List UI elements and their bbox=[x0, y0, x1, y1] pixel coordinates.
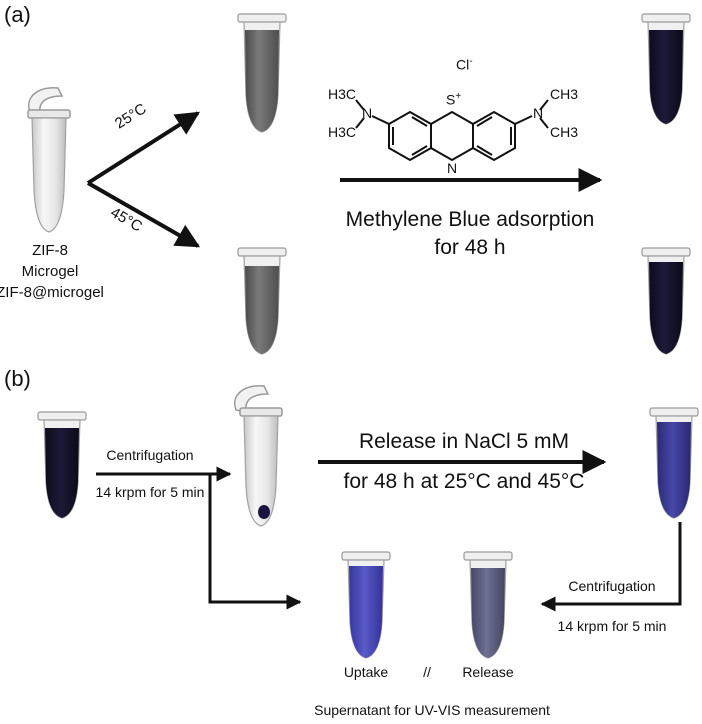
left-methyl-bottom: H3C bbox=[328, 124, 357, 140]
centrifugation-1-label: Centrifugation bbox=[106, 447, 194, 463]
release-tube bbox=[463, 551, 513, 659]
pellet-tube-open bbox=[233, 385, 283, 527]
arrow-to-25c bbox=[86, 111, 201, 185]
chloride-symbol: Cl bbox=[456, 56, 470, 73]
grey-tube-45c bbox=[237, 247, 287, 355]
blue-tube-release bbox=[649, 407, 699, 519]
centrifugation-2-label: Centrifugation bbox=[568, 578, 656, 594]
arrow-to-45c bbox=[87, 181, 201, 248]
centrifugation-2-condition: 14 krpm for 5 min bbox=[557, 618, 667, 634]
sulfur-atom: S+ bbox=[446, 91, 461, 108]
dark-tube-bottom bbox=[641, 247, 691, 355]
adsorption-label-line2: for 48 h bbox=[434, 236, 506, 259]
separator-label: // bbox=[423, 664, 431, 680]
empty-tube-open bbox=[27, 87, 71, 233]
adsorption-label-line1: Methylene Blue adsorption bbox=[345, 208, 595, 231]
sample-list: ZIF-8 Microgel ZIF-8@microgel bbox=[0, 240, 104, 303]
left-nitrogen: N bbox=[362, 105, 373, 121]
dark-tube-top bbox=[641, 13, 691, 125]
methylene-blue-structure bbox=[355, 99, 549, 162]
supernatant-caption: Supernatant for UV-VIS measurement bbox=[314, 702, 550, 718]
centrifugation-1-condition: 14 krpm for 5 min bbox=[95, 484, 205, 500]
supernatant-path-arrow bbox=[208, 474, 302, 610]
panel-label-b: (b) bbox=[4, 366, 31, 391]
sulfur-charge: + bbox=[455, 91, 462, 102]
chloride-charge: - bbox=[469, 56, 473, 67]
sulfur-symbol: S bbox=[446, 91, 456, 108]
release-label-line2: for 48 h at 25°C and 45°C bbox=[343, 470, 585, 493]
panel-label-a: (a) bbox=[4, 2, 31, 27]
pellet bbox=[258, 505, 270, 519]
right-methyl-top: CH3 bbox=[550, 86, 579, 102]
grey-tube-25c bbox=[237, 13, 287, 133]
centrifugation-arrow-2 bbox=[540, 522, 682, 612]
left-methyl-top: H3C bbox=[328, 86, 357, 102]
uptake-label: Uptake bbox=[343, 664, 389, 680]
release-label-line1: Release in NaCl 5 mM bbox=[358, 430, 570, 453]
sample-zif8-microgel: ZIF-8@microgel bbox=[0, 284, 104, 301]
release-sample-label: Release bbox=[462, 664, 514, 680]
dark-tube-b-start bbox=[37, 411, 87, 519]
chloride-anion: Cl- bbox=[456, 56, 473, 73]
uptake-tube bbox=[341, 551, 391, 659]
right-methyl-bottom: CH3 bbox=[550, 124, 579, 140]
right-nitrogen: N bbox=[533, 105, 544, 121]
ring-nitrogen: N bbox=[447, 160, 458, 176]
sample-microgel: Microgel bbox=[21, 263, 79, 280]
sample-zif8: ZIF-8 bbox=[32, 242, 68, 259]
